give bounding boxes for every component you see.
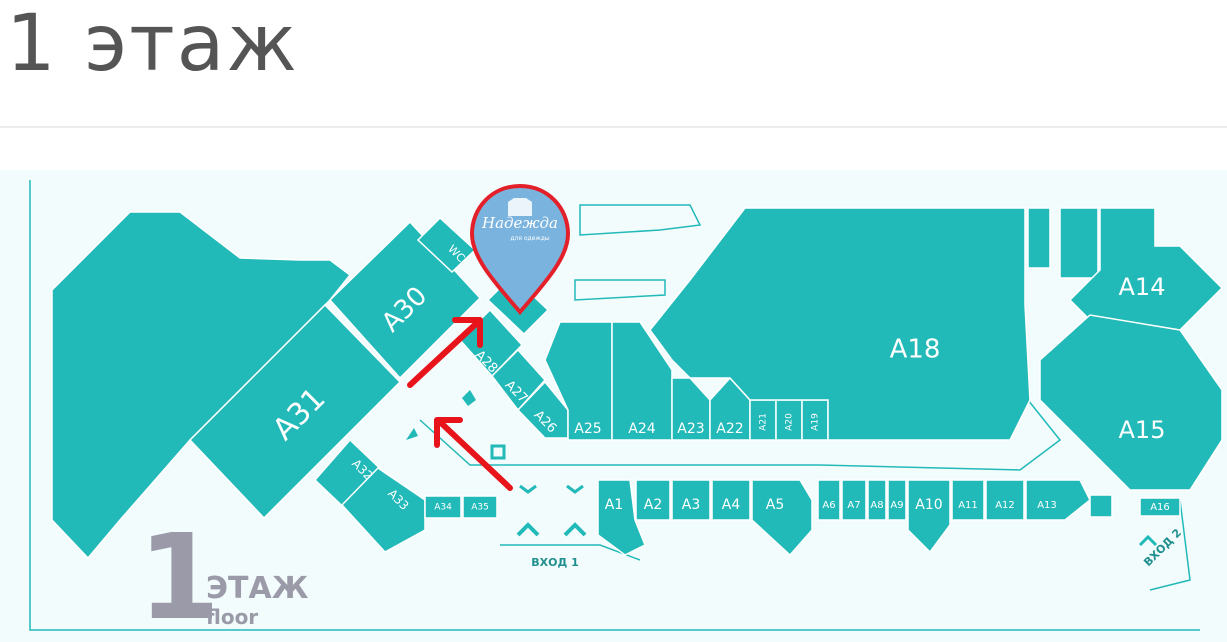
shop-a6[interactable]: [817, 479, 841, 521]
label-a5: A5: [766, 497, 784, 513]
label-a16: A16: [1150, 502, 1170, 513]
title-divider: [0, 126, 1227, 128]
label-a24: A24: [628, 421, 655, 437]
shop-a9[interactable]: [887, 479, 907, 521]
label-a34: A34: [434, 503, 452, 513]
label-a21: A21: [759, 413, 769, 431]
floor-legend-line2: floor: [206, 605, 258, 629]
label-a25: A25: [574, 421, 601, 437]
label-a15: A15: [1119, 416, 1166, 444]
shop-a12[interactable]: [985, 479, 1025, 521]
chevron-down-icon: [519, 484, 537, 494]
pin-subtitle-text: для одежды: [510, 235, 550, 242]
shop-a21[interactable]: [749, 399, 777, 441]
label-a18: A18: [890, 335, 941, 365]
entrance-1-label: ВХОД 1: [531, 556, 579, 569]
chevron-up-icon: [563, 522, 587, 537]
shop-a34[interactable]: [424, 495, 462, 519]
label-a20: A20: [785, 413, 795, 431]
label-a14: A14: [1119, 273, 1166, 301]
shop-a31[interactable]: [188, 303, 402, 520]
shop-right-tall[interactable]: [1059, 207, 1099, 279]
shop-a31-wing[interactable]: [51, 211, 352, 560]
page-title: 1 этаж: [6, 0, 299, 89]
label-a2: A2: [644, 497, 662, 513]
shop-a2[interactable]: [635, 479, 671, 521]
label-a6: A6: [822, 500, 835, 511]
shop-small-kiosk[interactable]: [1089, 494, 1113, 518]
shop-a15[interactable]: [1039, 314, 1223, 491]
shop-a14[interactable]: [1068, 207, 1224, 331]
label-a11: A11: [958, 500, 978, 511]
shop-a18[interactable]: [649, 207, 1031, 441]
shop-a3[interactable]: [671, 479, 711, 521]
pin-brand-text: Надежда: [481, 214, 558, 232]
label-a3: A3: [682, 497, 700, 513]
label-a12: A12: [995, 500, 1015, 511]
shop-a27[interactable]: [491, 348, 547, 412]
shop-a11[interactable]: [951, 479, 985, 521]
shop-a35[interactable]: [462, 495, 498, 519]
shop-a10[interactable]: [907, 479, 951, 554]
shop-a7[interactable]: [841, 479, 867, 521]
label-a19: A19: [811, 413, 821, 431]
floor-legend-line1: ЭТАЖ: [206, 571, 309, 606]
label-a9: A9: [890, 500, 903, 511]
chevron-up-icon: [1138, 534, 1158, 547]
shop-a5[interactable]: [751, 479, 813, 557]
chevron-up-icon: [516, 522, 540, 537]
shop-a4[interactable]: [711, 479, 751, 521]
direction-arrow-icon: [434, 417, 513, 491]
shop-a16[interactable]: [1139, 497, 1181, 517]
label-a13: A13: [1037, 500, 1057, 511]
label-a4: A4: [722, 497, 741, 513]
shop-a8[interactable]: [867, 479, 887, 521]
escalator-icon: [462, 390, 476, 406]
shop-a13[interactable]: [1025, 479, 1091, 521]
label-a1: A1: [605, 497, 623, 513]
chevron-down-icon: [566, 484, 584, 494]
entrance-2-label: ВХОД 2: [1141, 526, 1184, 569]
cafe-icon: [406, 428, 418, 440]
shop-a1[interactable]: [597, 479, 646, 556]
corridor-outline: [29, 180, 1200, 631]
shop-right-strip[interactable]: [1027, 207, 1051, 269]
label-a7: A7: [847, 500, 860, 511]
label-a10: A10: [915, 497, 942, 513]
label-a8: A8: [870, 500, 883, 511]
floor-legend-number: 1: [138, 508, 220, 642]
label-a22: A22: [716, 421, 743, 437]
escalator-icon: [490, 444, 506, 460]
direction-arrow-icon: [407, 317, 483, 388]
label-a23: A23: [677, 421, 704, 437]
label-a35: A35: [471, 503, 489, 513]
map-pin-icon[interactable]: Надежда для одежды: [469, 183, 571, 316]
shop-a20[interactable]: [775, 399, 803, 441]
